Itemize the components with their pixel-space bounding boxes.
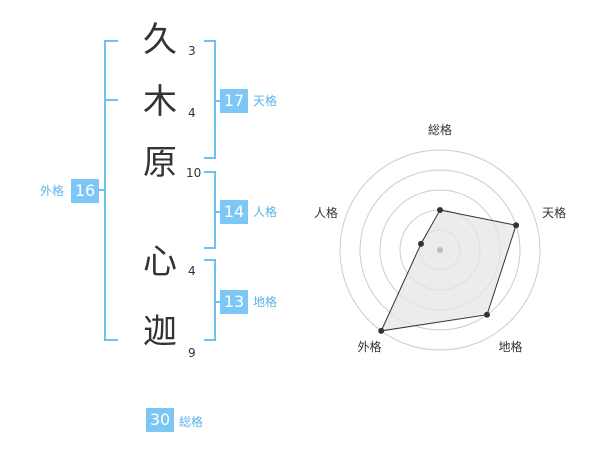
radar-ring-5: [339, 149, 541, 351]
radar-ring-4: [359, 169, 521, 331]
gaikaku-bracket: [104, 40, 118, 341]
radar-axis-label-2: 天格: [542, 205, 566, 220]
name-char-4: 心: [143, 242, 177, 282]
radar-axis-label-5: 人格: [314, 205, 338, 220]
radar-axis-label-1: 総格: [428, 122, 452, 137]
soukaku-value: 30: [146, 408, 174, 432]
name-char-2: 木: [143, 82, 177, 122]
stroke-count-2: 4: [188, 106, 196, 120]
radar-point-5: [417, 240, 424, 247]
radar-point-2: [513, 222, 520, 229]
tenkaku-value: 17: [220, 89, 248, 113]
radar-point-3: [484, 311, 491, 318]
gaikaku-label: 外格: [40, 184, 65, 198]
stroke-count-1: 3: [188, 44, 196, 58]
radar-center: [437, 247, 443, 253]
name-char-1: 久: [143, 20, 177, 60]
name-char-3: 原: [143, 143, 177, 183]
radar-point-4: [378, 327, 385, 334]
radar-point-1: [437, 207, 443, 213]
stroke-count-4: 4: [188, 264, 196, 278]
tenkaku-label: 天格: [253, 94, 278, 108]
soukaku-label: 総格: [179, 415, 204, 429]
stroke-count-5: 9: [188, 346, 196, 360]
radar-axis-label-3: 地格: [499, 339, 523, 354]
radar-axis-label-4: 外格: [357, 339, 381, 354]
stroke-count-3: 10: [186, 166, 202, 180]
tenkaku-bracket: [204, 40, 216, 159]
name-char-5: 迦: [143, 312, 177, 352]
chikaku-label: 地格: [253, 295, 278, 309]
chikaku-value: 13: [220, 290, 248, 314]
jinkaku-value: 14: [220, 200, 248, 224]
jinkaku-label: 人格: [253, 205, 278, 219]
radar-points: [378, 207, 520, 334]
gaikaku-value: 16: [71, 179, 99, 203]
radar-area: [380, 209, 517, 332]
chikaku-bracket: [204, 259, 216, 341]
jinkaku-bracket: [204, 171, 216, 249]
